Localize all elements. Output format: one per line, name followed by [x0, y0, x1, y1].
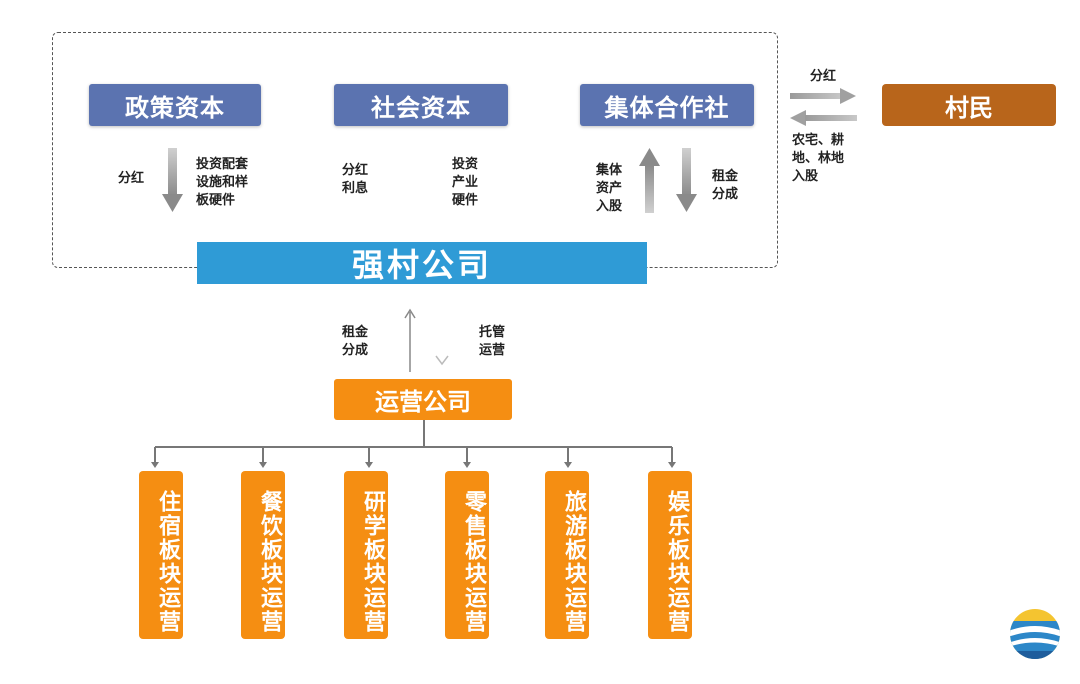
policy-invest-label: 投资配套 设施和样 板硬件: [196, 157, 249, 208]
segment-lodging: 住宿板块运营: [139, 471, 183, 639]
coop-assets-label: 集体 资产 入股: [596, 163, 623, 214]
dividend-right-arrow: [790, 88, 856, 104]
trust-down-arrow: [435, 355, 449, 366]
coop-down-arrow: [676, 148, 697, 212]
rent-up-arrow: [404, 308, 416, 372]
segment-entertainment: 娱乐板块运营: [648, 471, 692, 639]
coop-rent-label: 租金 分成: [712, 169, 739, 202]
segment-study-tour: 研学板块运营: [344, 471, 388, 639]
villager-dividend-label: 分红: [810, 69, 837, 84]
collective-coop-box: 集体合作社: [580, 84, 754, 126]
policy-down-arrow: [162, 148, 183, 212]
segment-retail: 零售板块运营: [445, 471, 489, 639]
policy-capital-box: 政策资本: [89, 84, 261, 126]
social-dividend-label: 分红 利息: [342, 163, 369, 196]
shares-left-arrow: [790, 110, 857, 126]
company-rent-label: 租金 分成: [342, 325, 369, 358]
social-capital-box: 社会资本: [334, 84, 508, 126]
logo-icon: [1010, 609, 1060, 659]
social-invest-label: 投资 产业 硬件: [452, 157, 479, 208]
strong-village-company-box: 强村公司: [197, 242, 647, 284]
company-trust-label: 托管 运营: [479, 325, 506, 358]
policy-dividend-label: 分红: [118, 171, 145, 186]
operating-company-box: 运营公司: [334, 379, 512, 420]
coop-up-arrow: [639, 148, 660, 213]
villager-shares-label: 农宅、耕 地、林地 入股: [792, 133, 845, 184]
segment-dining: 餐饮板块运营: [241, 471, 285, 639]
segment-tree-connector: [154, 420, 673, 464]
segment-tourism: 旅游板块运营: [545, 471, 589, 639]
villagers-box: 村民: [882, 84, 1056, 126]
